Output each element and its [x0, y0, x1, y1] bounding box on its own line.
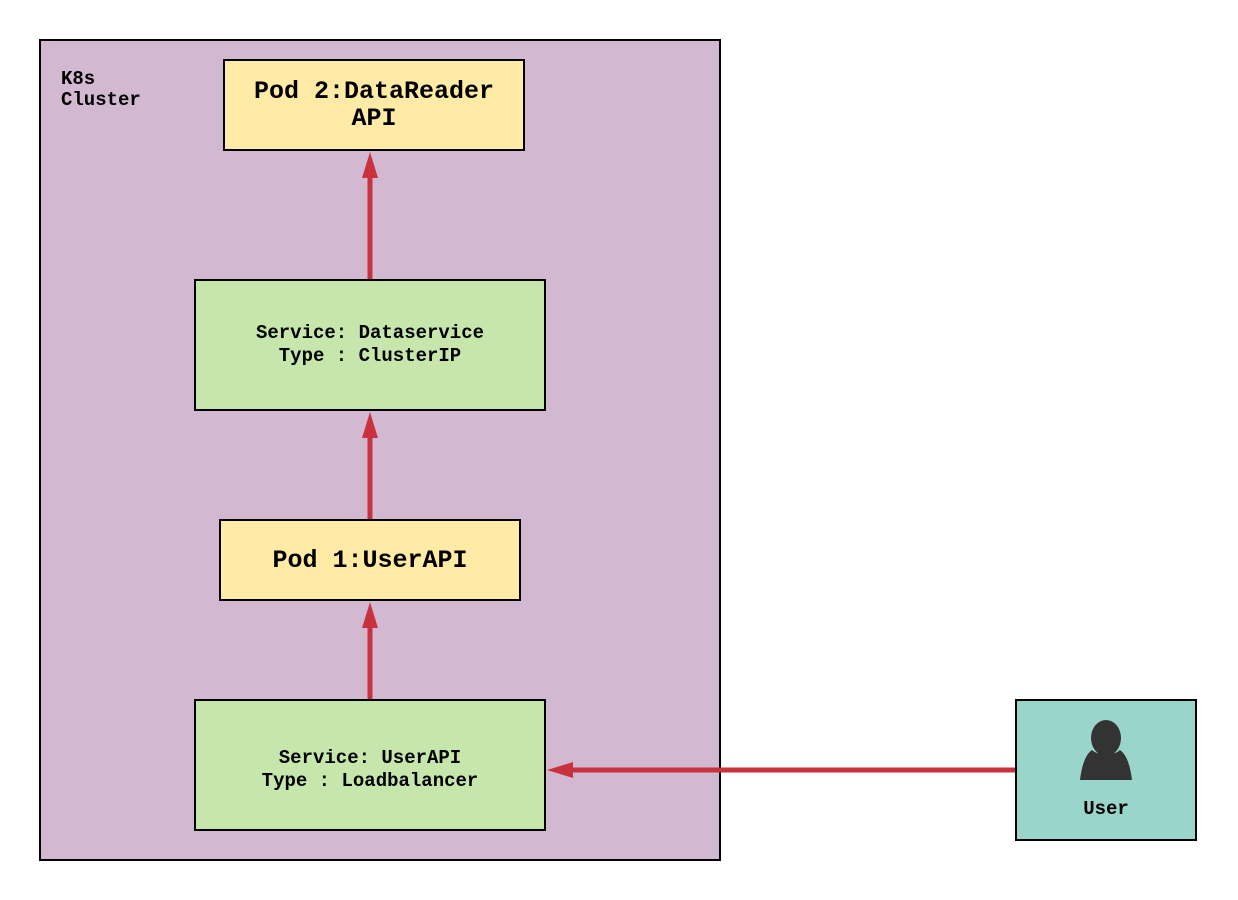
pod2-datareader-node[interactable]: Pod 2:DataReader API — [223, 59, 525, 151]
userapi-service-label-line-2: Type : Loadbalancer — [261, 770, 479, 792]
user-icon — [1080, 720, 1132, 780]
arrowhead-pod2 — [362, 152, 378, 178]
pod1-label: Pod 1:UserAPI — [272, 545, 468, 575]
user-node[interactable]: User — [1015, 699, 1197, 841]
userapi-service-node[interactable]: Service: UserAPI Type : Loadbalancer — [194, 699, 546, 831]
user-label: User — [1083, 798, 1129, 820]
dataservice-node[interactable]: Service: Dataservice Type : ClusterIP — [194, 279, 546, 411]
arrowhead-dataservice — [362, 412, 378, 438]
arrowhead-service — [547, 762, 573, 778]
cluster-label-line-1: K8s — [61, 68, 96, 90]
arrowhead-pod1 — [362, 602, 378, 628]
dataservice-label-line-2: Type : ClusterIP — [278, 345, 462, 367]
userapi-service-label-line-1: Service: UserAPI — [278, 747, 462, 769]
pod2-label-line-1: Pod 2:DataReader — [253, 77, 495, 106]
dataservice-label-line-1: Service: Dataservice — [255, 322, 485, 344]
pod1-userapi-node[interactable]: Pod 1:UserAPI — [219, 519, 521, 601]
cluster-label-line-2: Cluster — [61, 89, 141, 111]
pod2-label-line-2: API — [351, 104, 397, 133]
